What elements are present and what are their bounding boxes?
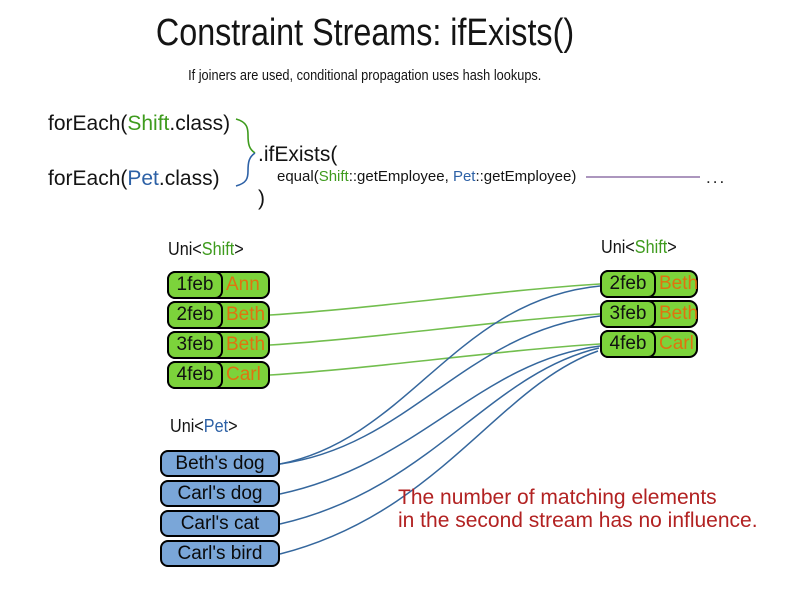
blue-lookup-line: [279, 345, 601, 495]
shift-employee-cell: Carl: [226, 364, 261, 385]
brace-bottom-blue: [235, 152, 256, 187]
shift-employee-cell: Carl: [659, 333, 694, 354]
code-text: .class): [158, 167, 220, 190]
code-close-paren: ): [258, 187, 265, 210]
ellipsis: ...: [706, 168, 727, 187]
shift-date-cell: 2feb: [167, 301, 223, 329]
code-text: forEach(: [48, 112, 128, 135]
pet-row: Beth's dog: [160, 450, 280, 477]
shift-date-cell: 4feb: [600, 330, 656, 358]
code-text: ::getEmployee,: [348, 168, 453, 185]
blue-lookup-line: [279, 285, 601, 465]
subtitle-wrap: If joiners are used, conditional propaga…: [0, 67, 730, 85]
shift-employee-cell: Beth: [659, 303, 699, 324]
label-uni-shift-right: Uni<Shift>: [601, 237, 677, 258]
label-uni-pet: Uni<Pet>: [170, 416, 238, 437]
label-text: >: [228, 416, 238, 436]
code-foreach-shift: forEach(Shift.class): [48, 112, 230, 136]
pet-class-token: Pet: [127, 167, 159, 190]
code-text: forEach(: [48, 167, 128, 190]
shift-class-token: Shift: [318, 168, 349, 185]
pet-class-token: Pet: [452, 168, 476, 185]
code-text: ::getEmployee): [475, 168, 577, 185]
label-text: Uni<: [168, 239, 202, 259]
shift-date-cell: 1feb: [167, 271, 223, 299]
code-text: equal(: [277, 168, 319, 185]
label-uni-shift-left: Uni<Shift>: [168, 239, 244, 260]
label-text: >: [234, 239, 244, 259]
shift-employee-cell: Beth: [226, 334, 266, 355]
shift-date-cell: 3feb: [167, 331, 223, 359]
code-ifexists: .ifExists(: [258, 143, 338, 166]
subtitle: If joiners are used, conditional propaga…: [188, 68, 542, 84]
pet-table: Beth's dog Carl's dog Carl's cat Carl's …: [160, 450, 280, 570]
green-match-line: [269, 283, 601, 316]
shift-employee-cell: Beth: [659, 273, 699, 294]
green-match-line: [269, 313, 601, 346]
code-text: .class): [169, 112, 231, 135]
pet-row: Carl's cat: [160, 510, 280, 537]
code-equal-joiner: equal(Shift::getEmployee, Pet::getEmploy…: [277, 168, 576, 185]
brace-top-green: [235, 118, 256, 154]
annotation-line: in the second stream has no influence.: [398, 509, 758, 532]
label-text: Uni<: [601, 237, 635, 257]
shift-employee-cell: Ann: [226, 274, 260, 295]
annotation-note: The number of matching elements in the s…: [398, 486, 758, 532]
shift-class-token: Shift: [127, 112, 170, 135]
shift-date-cell: 4feb: [167, 361, 223, 389]
title-wrap: Constraint Streams: ifExists(): [0, 12, 730, 55]
shift-employee-cell: Beth: [226, 304, 266, 325]
pet-row: Carl's bird: [160, 540, 280, 567]
shift-date-cell: 2feb: [600, 270, 656, 298]
pet-row: Carl's dog: [160, 480, 280, 507]
pet-class-token: Pet: [203, 416, 229, 436]
shift-class-token: Shift: [201, 239, 235, 259]
blue-lookup-line: [279, 315, 601, 465]
green-match-line: [269, 343, 601, 376]
annotation-line: The number of matching elements: [398, 486, 717, 509]
page-title: Constraint Streams: ifExists(): [155, 12, 575, 54]
label-text: Uni<: [170, 416, 204, 436]
shift-class-token: Shift: [634, 237, 668, 257]
blue-lookup-line: [279, 350, 599, 555]
code-foreach-pet: forEach(Pet.class): [48, 167, 220, 191]
label-text: >: [667, 237, 677, 257]
shift-date-cell: 3feb: [600, 300, 656, 328]
blue-lookup-line: [279, 347, 600, 525]
